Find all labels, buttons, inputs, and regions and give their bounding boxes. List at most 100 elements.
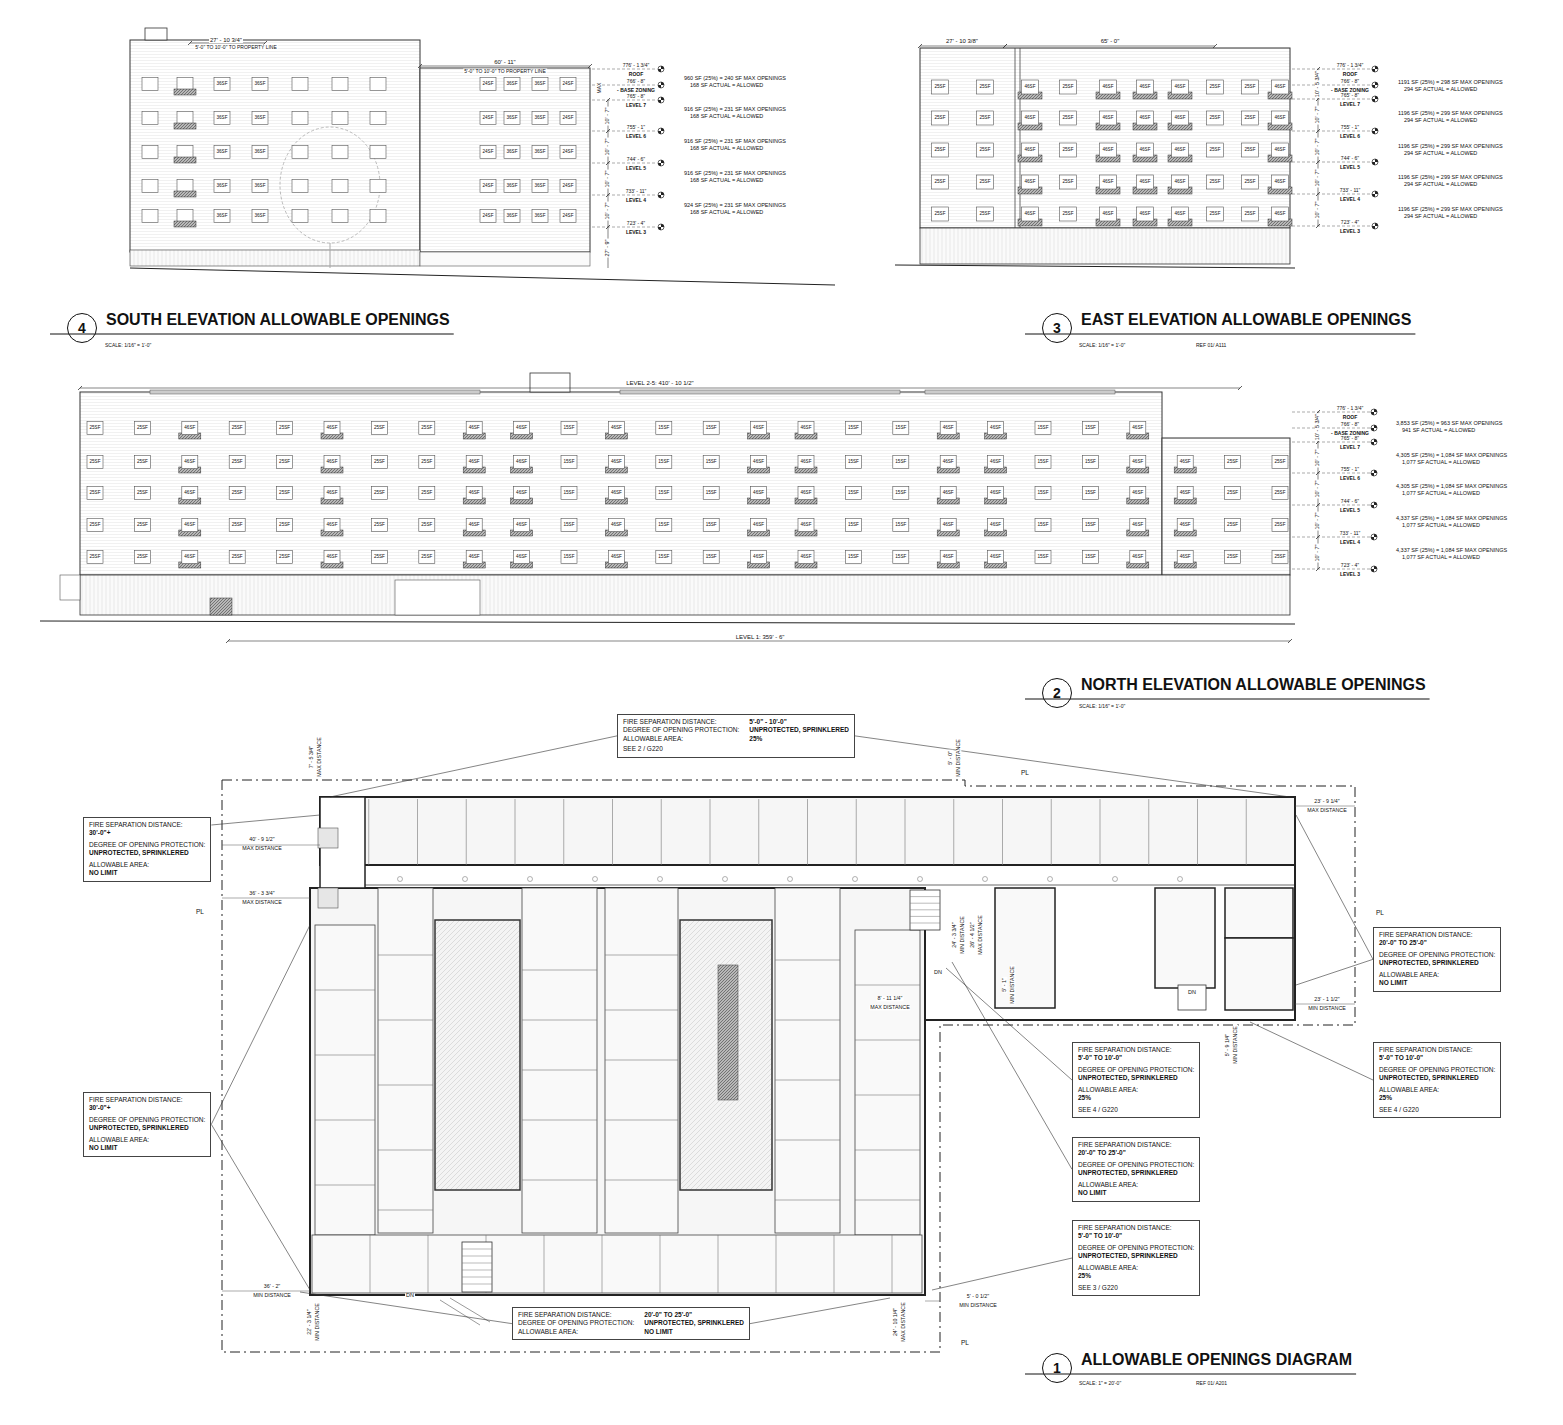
- window: [1242, 175, 1259, 189]
- stair-tread: [910, 923, 940, 924]
- callout-label: FIRE SEPARATION DISTANCE:: [89, 1096, 205, 1104]
- level-elevation: 744' - 6": [1340, 155, 1360, 160]
- dimension-line: [222, 845, 320, 846]
- window: [1100, 207, 1117, 221]
- stair: [910, 890, 940, 930]
- window-area: 46SF: [1179, 491, 1192, 496]
- window-area: 36SF: [254, 82, 267, 87]
- window-area: 46SF: [1174, 116, 1187, 121]
- window-area: 15SF: [705, 460, 718, 465]
- level-symbol-fill: [658, 224, 664, 230]
- level-symbol-fill: [658, 66, 664, 72]
- window: [292, 180, 308, 193]
- dimension: 27' - 10 3/4": [209, 37, 243, 43]
- title-callout: 3EAST ELEVATION ALLOWABLE OPENINGS: [1042, 313, 1072, 343]
- window: [608, 456, 624, 469]
- window: [214, 112, 230, 125]
- opening-calculation: 1196 SF (25%) = 299 SF MAX OPENINGS: [1397, 111, 1504, 117]
- fixture-mark: [983, 877, 988, 882]
- dimension-line: [80, 388, 1240, 389]
- plan-dimension: MIN DISTANCE: [958, 1303, 998, 1308]
- window: [514, 487, 530, 500]
- unit-column: [522, 888, 597, 1233]
- level-symbol-fill: [1371, 409, 1377, 415]
- window-area: 25SF: [1226, 555, 1239, 560]
- plan-dimension: 8' - 11 1/4": [877, 996, 904, 1001]
- level-symbol-fill: [658, 192, 664, 198]
- level-symbol: [1372, 66, 1378, 72]
- window: [1022, 143, 1039, 157]
- window: [532, 78, 548, 91]
- opening-calculation: 168 SF ACTUAL = ALLOWED: [689, 83, 764, 89]
- scale-note: SCALE: 1" = 20'-0": [1078, 1381, 1122, 1386]
- window: [1082, 519, 1098, 532]
- window-area: 25SF: [278, 491, 291, 496]
- window-area: 15SF: [1037, 523, 1050, 528]
- callout-label: ALLOWABLE AREA:: [623, 735, 739, 743]
- window: [1130, 519, 1146, 532]
- opening-calculation: 4,337 SF (25%) = 1,084 SF MAX OPENINGS: [1395, 548, 1508, 554]
- window-area: 25SF: [1062, 180, 1075, 185]
- window: [1022, 111, 1039, 125]
- roof-band: [925, 390, 1115, 394]
- window-area: 25SF: [231, 523, 244, 528]
- window-area: 46SF: [942, 523, 955, 528]
- window-area: 15SF: [563, 426, 576, 431]
- plan-dimension: 5' - 9 1/4": [1225, 1033, 1230, 1057]
- level-symbol-fill: [1371, 439, 1377, 445]
- unit-wall: [602, 1235, 603, 1293]
- callout-value: UNPROTECTED, SPRINKLERED: [749, 726, 849, 734]
- unit-wall: [855, 1095, 920, 1096]
- opening-calculation: 916 SF (25%) = 231 SF MAX OPENINGS: [683, 107, 787, 113]
- fixture-mark: [593, 877, 598, 882]
- window: [514, 422, 530, 435]
- window: [332, 146, 348, 159]
- window: [332, 112, 348, 125]
- callout-value: UNPROTECTED, SPRINKLERED: [1078, 1252, 1194, 1260]
- opening-calculation: 924 SF (25%) = 231 SF MAX OPENINGS: [683, 203, 787, 209]
- window: [532, 210, 548, 223]
- callout-label: ALLOWABLE AREA:: [1078, 1181, 1194, 1189]
- level-name: LEVEL 4: [1339, 539, 1361, 544]
- level-elevation: 733' - 11": [1339, 187, 1362, 192]
- window: [893, 551, 909, 564]
- level-symbol: [658, 128, 664, 134]
- window: [292, 210, 308, 223]
- leader-line: [952, 962, 1072, 1169]
- dimension-line: [222, 898, 310, 899]
- window-area: 15SF: [1037, 460, 1050, 465]
- window-area: 25SF: [1244, 85, 1257, 90]
- window-area: 46SF: [942, 555, 955, 560]
- callout-value: NO LIMIT: [89, 1144, 205, 1152]
- plan-dimension: MAX DISTANCE: [901, 1301, 906, 1342]
- window-area: 46SF: [1024, 116, 1037, 121]
- level-line: [1292, 412, 1370, 413]
- window-area: 46SF: [1131, 523, 1144, 528]
- stair-tread: [910, 903, 940, 904]
- unit-wall: [378, 1150, 433, 1151]
- window-area: 25SF: [1244, 148, 1257, 153]
- unit-wall: [522, 1120, 597, 1121]
- window-area: 24SF: [482, 214, 495, 219]
- window-area: 46SF: [1174, 148, 1187, 153]
- scale-note: SCALE: 1/16" = 1'-0": [104, 343, 152, 348]
- window: [1242, 143, 1259, 157]
- balcony: [174, 191, 196, 197]
- opening-calculation: 3,853 SF (25%) = 963 SF MAX OPENINGS: [1395, 421, 1504, 427]
- window: [1130, 551, 1146, 564]
- window-area: 46SF: [183, 460, 196, 465]
- dimension-tick: [418, 64, 422, 68]
- window-area: 15SF: [705, 523, 718, 528]
- stair-tread: [462, 1256, 492, 1257]
- window: [324, 487, 340, 500]
- callout-value: 5'-0" TO 10'-0": [1078, 1054, 1194, 1062]
- window-area: 46SF: [1024, 180, 1037, 185]
- stair-tread: [910, 916, 940, 917]
- callout-label: DEGREE OF OPENING PROTECTION:: [1379, 1066, 1495, 1074]
- level-symbol-fill: [658, 82, 664, 88]
- window-area: 25SF: [136, 491, 149, 496]
- window: [229, 519, 245, 532]
- callout-label: ALLOWABLE AREA:: [1078, 1086, 1194, 1094]
- window-area: 46SF: [1102, 85, 1115, 90]
